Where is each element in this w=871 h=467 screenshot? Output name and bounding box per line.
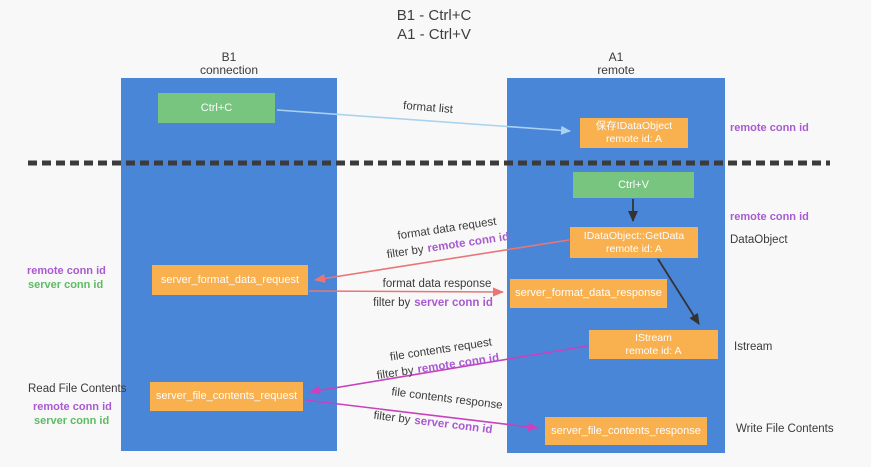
node-server-format-data-request: server_format_data_request bbox=[152, 265, 308, 295]
filter-by-text: filter by bbox=[373, 297, 411, 309]
annotation-left-remote-conn-id-2: remote conn id bbox=[33, 401, 112, 413]
node-ctrl-v-label: Ctrl+V bbox=[618, 178, 649, 191]
node-server-file-contents-request: server_file_contents_request bbox=[150, 382, 303, 411]
node-istream: IStream remote id: A bbox=[589, 330, 718, 359]
node-save-dataobject-line2: remote id: A bbox=[605, 133, 663, 145]
annotation-remote-conn-id-top: remote conn id bbox=[730, 122, 809, 134]
diagram-title: B1 - Ctrl+C A1 - Ctrl+V bbox=[334, 6, 534, 44]
node-save-dataobject: 保存IDataObject remote id: A bbox=[580, 118, 688, 148]
annotation-left-server-conn-id-1: server conn id bbox=[28, 279, 104, 291]
filter-by-text: filter by bbox=[372, 409, 412, 427]
filter-by-text: filter by bbox=[386, 243, 425, 262]
server-conn-id-key: server conn id bbox=[413, 414, 494, 437]
node-istream-line1: IStream bbox=[635, 331, 672, 344]
node-save-dataobject-line1: 保存IDataObject bbox=[595, 120, 673, 132]
annotation-left-remote-conn-id-1: remote conn id bbox=[27, 265, 106, 277]
format-data-response-label: format data response bbox=[382, 278, 492, 290]
lifeline-a1-name: A1 bbox=[608, 50, 624, 64]
lifeline-b1-role: connection bbox=[199, 63, 259, 77]
lifeline-header-a1: A1 remote bbox=[507, 51, 725, 77]
format-list-label: format list bbox=[402, 100, 454, 116]
annotation-left-server-conn-id-2: server conn id bbox=[34, 415, 110, 427]
file-contents-response-label: file contents response bbox=[390, 386, 504, 412]
filter-by-text: filter by bbox=[376, 364, 415, 383]
format-data-response-arrow bbox=[308, 287, 504, 297]
node-format-response-label: server_format_data_response bbox=[515, 287, 662, 299]
node-format-request-label: server_format_data_request bbox=[160, 273, 300, 286]
node-idataobject-getdata: IDataObject::GetData remote id: A bbox=[570, 227, 698, 258]
node-file-response-label: server_file_contents_response bbox=[551, 424, 701, 437]
node-istream-line2: remote id: A bbox=[625, 344, 682, 357]
annotation-write-file-contents: Write File Contents bbox=[736, 423, 834, 435]
title-line-1: B1 - Ctrl+C bbox=[396, 7, 472, 24]
node-ctrl-c: Ctrl+C bbox=[158, 93, 275, 123]
lifeline-b1-name: B1 bbox=[221, 50, 237, 64]
node-getdata-line2: remote id: A bbox=[605, 242, 663, 255]
annotation-dataobject: DataObject bbox=[730, 234, 788, 246]
node-server-file-contents-response: server_file_contents_response bbox=[545, 417, 707, 445]
annotation-istream: Istream bbox=[734, 341, 773, 353]
node-server-format-data-response: server_format_data_response bbox=[510, 279, 667, 308]
node-file-request-label: server_file_contents_request bbox=[155, 390, 298, 402]
node-ctrl-c-label: Ctrl+C bbox=[200, 101, 233, 114]
annotation-remote-conn-id-mid: remote conn id bbox=[730, 211, 809, 223]
lifeline-header-b1: B1 connection bbox=[121, 51, 337, 77]
title-line-2: A1 - Ctrl+V bbox=[397, 26, 471, 43]
node-getdata-line1: IDataObject::GetData bbox=[583, 229, 685, 242]
server-conn-id-key: server conn id bbox=[414, 297, 493, 309]
annotation-read-file-contents: Read File Contents bbox=[28, 383, 127, 395]
lifeline-a1-role: remote bbox=[597, 63, 635, 77]
node-ctrl-v: Ctrl+V bbox=[573, 172, 694, 198]
